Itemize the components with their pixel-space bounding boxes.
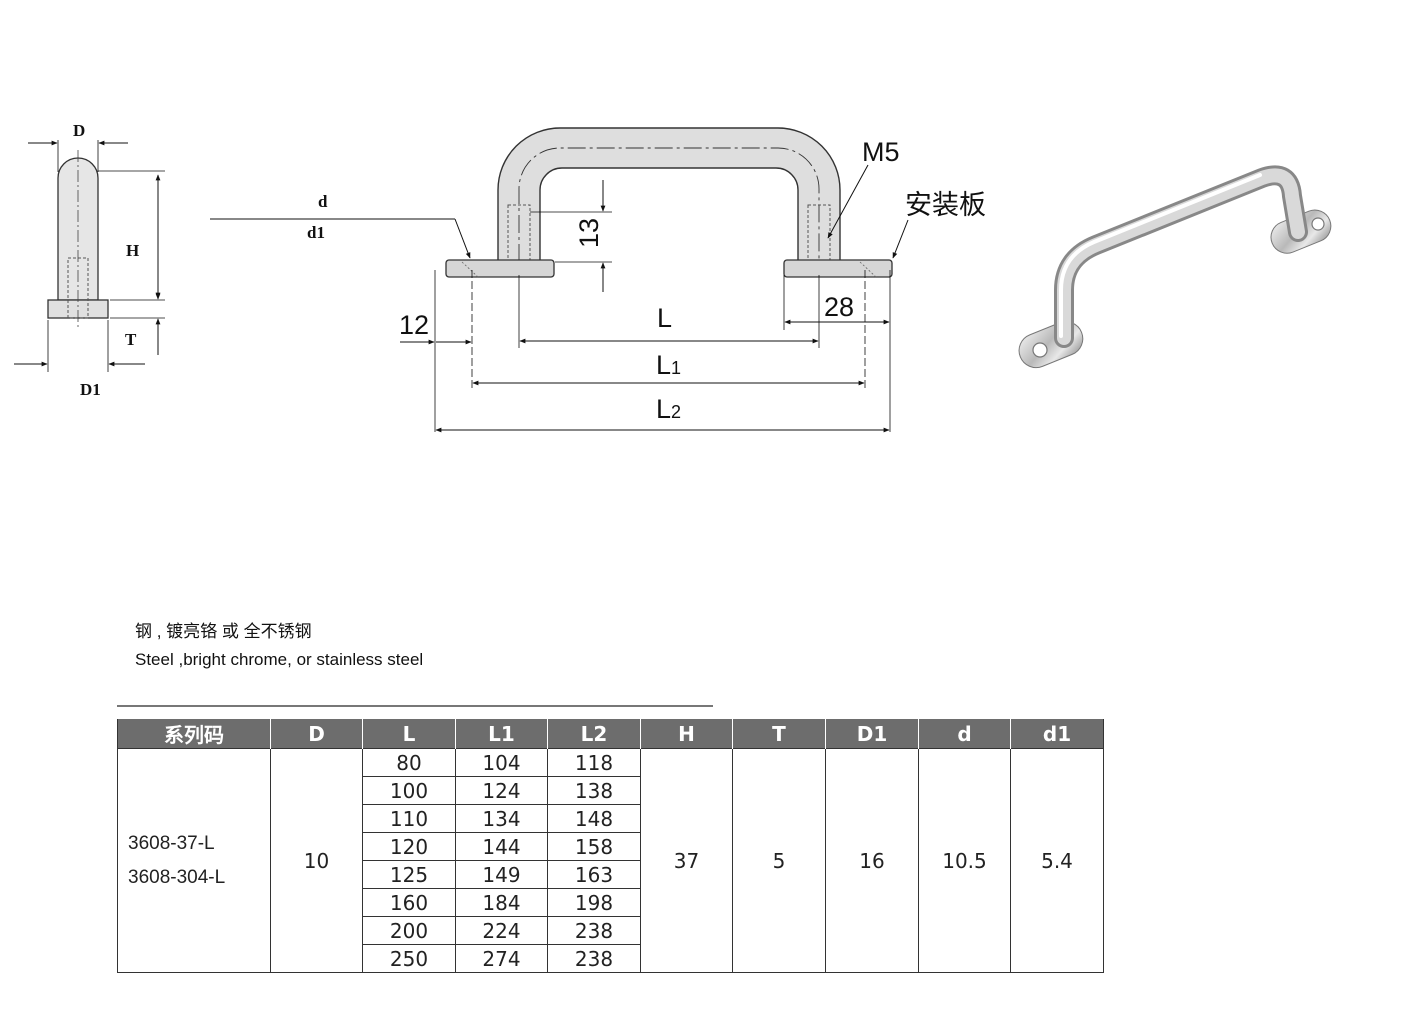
table-row: 120 144 158 (118, 832, 1104, 861)
table-row: 160 184 198 (118, 888, 1104, 917)
table-row: 3608-37-L 3608-304-L 10 80 104 118 37 5 … (117, 748, 1104, 973)
front-view: d d1 13 M5 安装板 12 L 28 L1 (210, 127, 986, 433)
header-L2: L2 (547, 719, 641, 749)
series-code: 3608-37-L (128, 832, 215, 854)
material-description: 钢 , 镀亮铬 或 全不锈钢 Steel ,bright chrome, or … (135, 618, 423, 674)
cell-H: 37 (640, 748, 733, 973)
cell-D1: 16 (825, 748, 919, 973)
material-cn: 钢 , 镀亮铬 或 全不锈钢 (135, 622, 312, 641)
cell-L: 250 (362, 944, 456, 973)
table-row: 110 134 148 (118, 804, 1104, 833)
cell-L2: 238 (547, 944, 641, 973)
cell-L2: 198 (547, 888, 641, 917)
header-series: 系列码 (117, 719, 271, 749)
material-en: Steel ,bright chrome, or stainless steel (135, 650, 424, 669)
header-d1: d1 (1010, 719, 1104, 749)
technical-drawing: D H T D1 d d1 (14, 121, 1332, 433)
header-L: L (362, 719, 456, 749)
dim-label-D: D (73, 121, 85, 140)
thread-label-M5: M5 (862, 137, 900, 167)
cell-d: 10.5 (918, 748, 1011, 973)
table-row: 125 149 163 (118, 860, 1104, 889)
cell-L: 120 (362, 832, 456, 861)
dim-label-d1: d1 (307, 223, 325, 242)
cell-T: 5 (732, 748, 826, 973)
cell-L1: 149 (455, 860, 548, 889)
cell-L1: 124 (455, 776, 548, 805)
cell-L: 100 (362, 776, 456, 805)
dim-label-d: d (318, 192, 328, 211)
dim-label-L: L (657, 303, 672, 333)
cell-L2: 158 (547, 832, 641, 861)
table-row: 200 224 238 (118, 916, 1104, 945)
table-header-row: 系列码 D L L1 L2 H T D1 d d1 (117, 719, 1104, 749)
table-row: 100 124 138 (118, 776, 1104, 805)
cell-L: 200 (362, 916, 456, 945)
cell-L1: 184 (455, 888, 548, 917)
dim-label-H: H (126, 241, 139, 260)
header-D1: D1 (825, 719, 919, 749)
cell-L1: 274 (455, 944, 548, 973)
mounting-plate-label: 安装板 (905, 190, 986, 220)
table-row: 250 274 238 (118, 944, 1104, 973)
header-D: D (270, 719, 363, 749)
dim-label-12: 12 (399, 310, 429, 340)
dim-label-T: T (125, 330, 137, 349)
cell-L2: 118 (547, 748, 641, 777)
cell-L: 125 (362, 860, 456, 889)
cell-L2: 138 (547, 776, 641, 805)
spec-table: 系列码 D L L1 L2 H T D1 d d1 3608-37-L 3608… (117, 719, 1104, 973)
dim-label-13: 13 (574, 218, 604, 248)
cell-L1: 104 (455, 748, 548, 777)
handle-3d-render (1018, 165, 1332, 369)
cell-L2: 238 (547, 916, 641, 945)
cell-L2: 148 (547, 804, 641, 833)
header-H: H (640, 719, 733, 749)
cell-L2: 163 (547, 860, 641, 889)
dim-label-28: 28 (824, 292, 854, 322)
cell-L1: 224 (455, 916, 548, 945)
cell-L: 160 (362, 888, 456, 917)
series-code: 3608-304-L (128, 866, 226, 888)
cell-L1: 134 (455, 804, 548, 833)
cell-d1: 5.4 (1010, 748, 1104, 973)
header-T: T (732, 719, 826, 749)
series-codes: 3608-37-L 3608-304-L (117, 748, 271, 973)
side-view: D H T D1 (14, 121, 165, 399)
cell-L: 110 (362, 804, 456, 833)
cell-L1: 144 (455, 832, 548, 861)
dim-label-L2: L2 (656, 394, 681, 424)
dim-label-D1: D1 (80, 380, 101, 399)
header-L1: L1 (455, 719, 548, 749)
header-d: d (918, 719, 1011, 749)
cell-L: 80 (362, 748, 456, 777)
cell-D: 10 (270, 748, 363, 973)
divider (117, 705, 713, 707)
dim-label-L1: L1 (656, 350, 681, 380)
